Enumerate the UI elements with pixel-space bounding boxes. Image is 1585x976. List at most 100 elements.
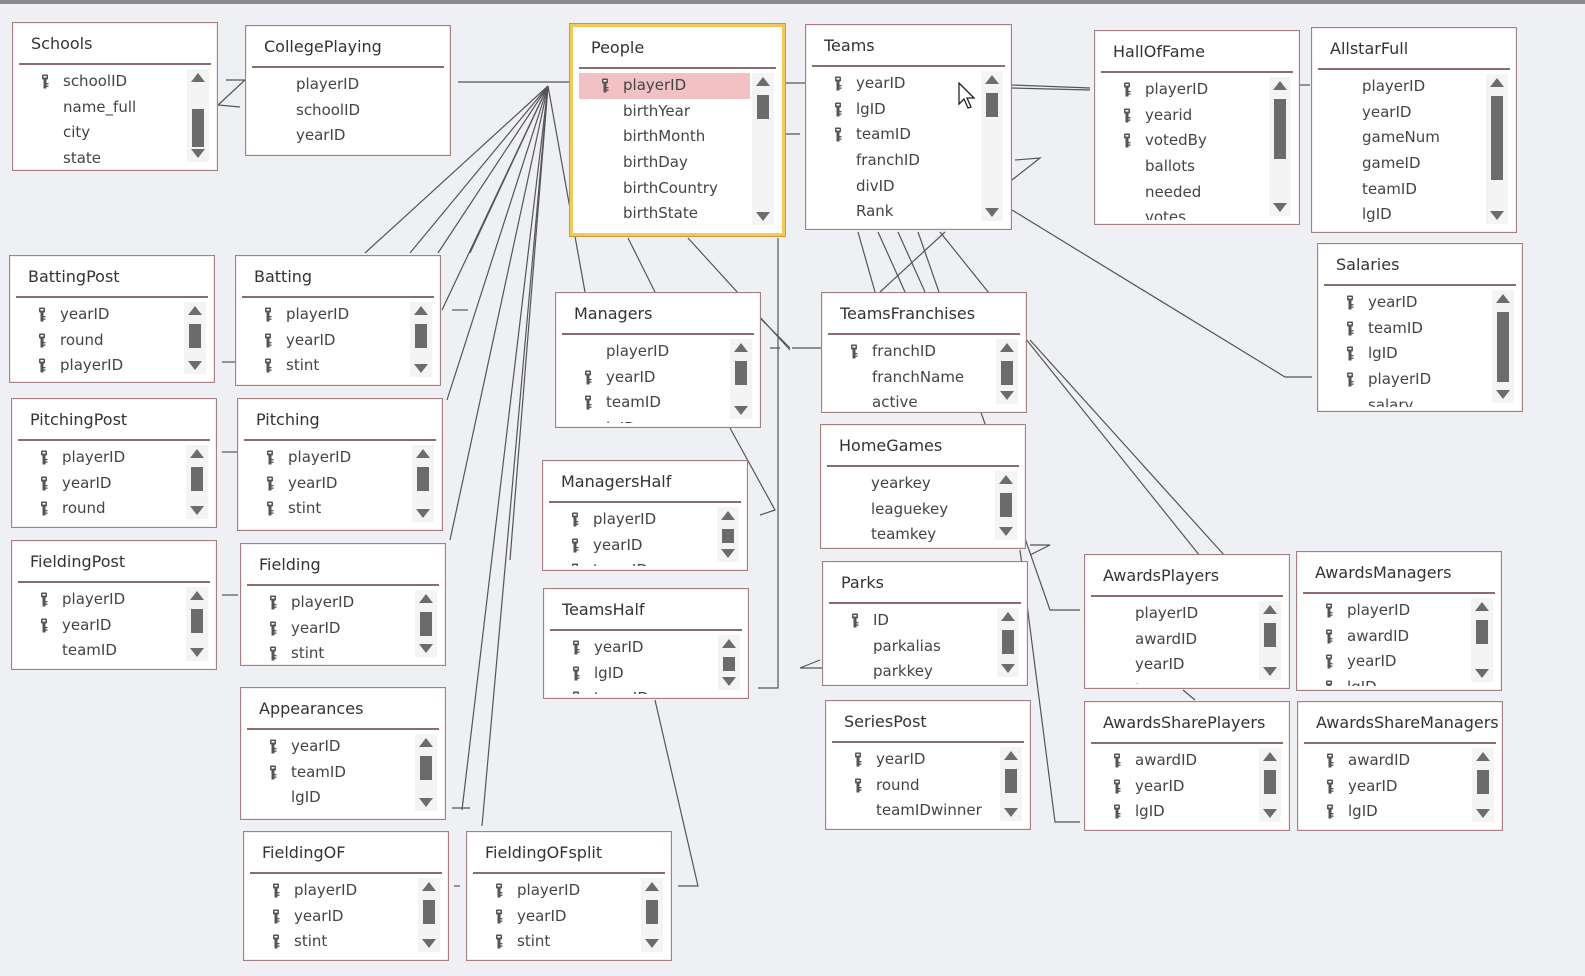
table-title[interactable]: PitchingPost (18, 399, 210, 441)
scroll-up-arrow-icon[interactable] (190, 591, 204, 600)
scrollbar-thumb[interactable] (1001, 361, 1013, 385)
scroll-down-arrow-icon[interactable] (422, 939, 436, 948)
scroll-down-arrow-icon[interactable] (722, 677, 736, 686)
vertical-scrollbar[interactable] (418, 878, 440, 952)
field-row[interactable]: votedBy (1101, 128, 1267, 154)
scroll-down-arrow-icon[interactable] (721, 549, 735, 558)
field-row[interactable]: awardID (1303, 624, 1469, 650)
field-list[interactable]: playerIDawardIDyearIDlgID (1091, 599, 1283, 684)
scroll-down-arrow-icon[interactable] (188, 361, 202, 370)
field-row[interactable]: yearID (252, 123, 418, 149)
field-row[interactable]: birthYear (579, 99, 750, 125)
table-title[interactable]: AwardsSharePlayers (1091, 702, 1283, 744)
field-row[interactable]: lgID (550, 661, 716, 687)
scroll-down-arrow-icon[interactable] (190, 506, 204, 515)
scroll-up-arrow-icon[interactable] (1475, 602, 1489, 611)
scroll-down-arrow-icon[interactable] (1004, 808, 1018, 817)
scroll-down-arrow-icon[interactable] (1001, 664, 1015, 673)
field-row[interactable]: playerID (473, 878, 639, 904)
field-row[interactable]: round (832, 773, 998, 799)
scrollbar-thumb[interactable] (1274, 99, 1286, 159)
field-row[interactable]: franchID (828, 339, 994, 365)
table-title[interactable]: AwardsShareManagers (1304, 702, 1499, 744)
field-row[interactable]: lgID (562, 416, 728, 423)
vertical-scrollbar[interactable] (718, 635, 740, 690)
scrollbar-thumb[interactable] (735, 361, 747, 385)
field-row[interactable]: yearID (1318, 100, 1484, 126)
field-row[interactable]: awardID (1091, 748, 1257, 774)
field-row[interactable]: yearID (832, 747, 998, 773)
field-row[interactable]: yearID (1091, 774, 1257, 800)
field-row[interactable]: gameID (1318, 151, 1484, 177)
field-row[interactable]: teamID (549, 558, 715, 566)
scroll-down-arrow-icon[interactable] (1263, 667, 1277, 676)
table-title[interactable]: HallOfFame (1101, 31, 1293, 73)
scroll-up-arrow-icon[interactable] (1490, 78, 1504, 87)
field-row[interactable]: yearID (242, 328, 408, 354)
field-row[interactable]: yearkey (827, 471, 993, 497)
scrollbar-thumb[interactable] (415, 324, 427, 348)
table-title[interactable]: SeriesPost (832, 701, 1024, 743)
scroll-up-arrow-icon[interactable] (1273, 81, 1287, 90)
scroll-down-arrow-icon[interactable] (985, 208, 999, 217)
vertical-scrollbar[interactable] (410, 302, 432, 377)
scroll-down-arrow-icon[interactable] (999, 527, 1013, 536)
scroll-up-arrow-icon[interactable] (422, 882, 436, 891)
scrollbar-thumb[interactable] (420, 756, 432, 780)
field-row[interactable]: active (828, 390, 994, 408)
scroll-down-arrow-icon[interactable] (1273, 203, 1287, 212)
field-row[interactable]: lgID (1318, 202, 1484, 228)
scroll-up-arrow-icon[interactable] (416, 449, 430, 458)
field-row[interactable]: birthMonth (579, 124, 750, 150)
scrollbar-thumb[interactable] (723, 657, 735, 671)
field-row[interactable]: birthState (579, 201, 750, 227)
field-row[interactable]: city (19, 120, 185, 146)
table-title[interactable]: Batting (242, 256, 434, 298)
vertical-scrollbar[interactable] (752, 73, 774, 225)
vertical-scrollbar[interactable] (1259, 748, 1281, 822)
field-row[interactable]: ID (829, 608, 995, 634)
vertical-scrollbar[interactable] (730, 339, 752, 419)
field-row[interactable]: parkkey (829, 659, 995, 681)
scrollbar-thumb[interactable] (646, 900, 658, 924)
table-title[interactable]: People (579, 27, 776, 69)
scroll-down-arrow-icon[interactable] (419, 644, 433, 653)
vertical-scrollbar[interactable] (641, 878, 663, 952)
field-row[interactable]: playerID (250, 878, 416, 904)
field-row[interactable]: teamIDwinner (832, 798, 998, 824)
scroll-up-arrow-icon[interactable] (1263, 605, 1277, 614)
vertical-scrollbar[interactable] (1000, 747, 1022, 821)
vertical-scrollbar[interactable] (996, 339, 1018, 404)
table-title[interactable]: Schools (19, 23, 211, 65)
scrollbar-thumb[interactable] (1000, 493, 1012, 517)
field-row[interactable]: playerID (242, 302, 408, 328)
field-row[interactable]: yearID (250, 904, 416, 930)
table-title[interactable]: HomeGames (827, 425, 1019, 467)
scroll-up-arrow-icon[interactable] (999, 475, 1013, 484)
table-teamshalf[interactable]: TeamsHalfyearIDlgIDteamID (543, 588, 749, 699)
field-row[interactable]: name_full (19, 95, 185, 121)
field-row[interactable]: yearID (550, 635, 716, 661)
vertical-scrollbar[interactable] (717, 507, 739, 562)
scroll-down-arrow-icon[interactable] (414, 364, 428, 373)
table-title[interactable]: TeamsFranchises (828, 293, 1020, 335)
field-row[interactable]: teamID (18, 638, 184, 664)
vertical-scrollbar[interactable] (186, 445, 208, 519)
scroll-down-arrow-icon[interactable] (645, 939, 659, 948)
field-row[interactable]: playerID (18, 587, 184, 613)
